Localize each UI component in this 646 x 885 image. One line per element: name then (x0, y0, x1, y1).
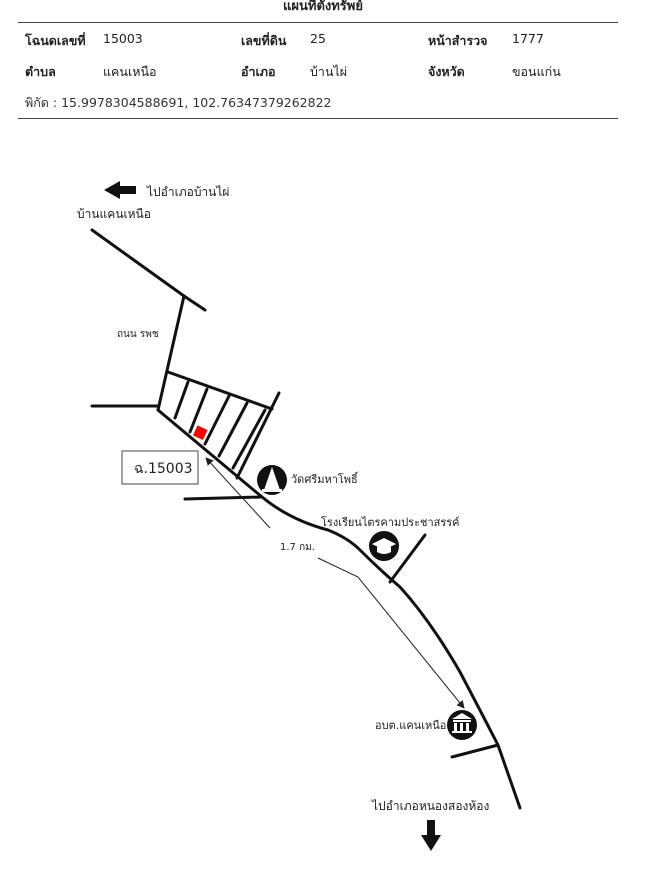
parcel-label: ฉ.15003 (134, 461, 193, 477)
district-label: อำเภอ (241, 64, 276, 79)
land-no-label: เลขที่ดิน (241, 33, 287, 48)
parcel-label-box (121, 450, 199, 485)
school-label: โรงเรียนไตรคามประชาสรรค์ (321, 515, 460, 529)
distance-leader-line (317, 557, 465, 709)
province-value: ขอนแก่น (512, 64, 561, 79)
road-northwest (90, 228, 207, 312)
road-main (156, 408, 522, 810)
coordinates-value: 15.9978304588691, 102.76347379262822 (61, 95, 332, 110)
arrow-left-icon (104, 181, 136, 199)
government-building-icon (447, 710, 477, 740)
coordinates: พิกัด : 15.9978304588691, 102.7634737926… (25, 93, 332, 113)
survey-label: หน้าสำรวจ (428, 33, 488, 48)
to-ban-phai-label: ไปอำเภอบ้านไผ่ (146, 185, 229, 199)
deed-value: 15003 (103, 31, 143, 46)
district-value: บ้านไผ่ (310, 64, 348, 79)
subdistrict-label: ตำบล (25, 64, 56, 79)
land-block-right-edge (235, 391, 281, 480)
temple-icon (257, 465, 287, 495)
page-title: แผนที่ตั้งทรัพย์ (283, 0, 363, 14)
road-sao-branch (450, 743, 500, 759)
land-block-top-edge (166, 370, 274, 411)
road-school-branch (388, 533, 427, 584)
header-top-rule (18, 22, 618, 23)
to-nong-song-hong-label: ไปอำเภอหนองสองห้อง (371, 799, 489, 813)
coordinates-label: พิกัด : (25, 95, 58, 110)
deed-label: โฉนดเลขที่ (25, 33, 86, 48)
parcel-marker (192, 425, 208, 440)
survey-value: 1777 (512, 31, 544, 46)
temple-label: วัดศรีมหาโพธิ์ (291, 471, 359, 486)
info-row-1: โฉนดเลขที่ 15003 เลขที่ดิน 25 หน้าสำรวจ … (0, 31, 646, 49)
sao-office-label: อบต.แคนเหนือ (375, 719, 446, 732)
info-row-2: ตำบล แคนเหนือ อำเภอ บ้านไผ่ จังหวัด ขอนแ… (0, 62, 646, 80)
arrow-down-icon (421, 820, 441, 851)
road-temple-branch (183, 495, 264, 501)
subdistrict-value: แคนเหนือ (103, 64, 157, 79)
header-bottom-rule (18, 118, 618, 119)
road-name-label: ถนน รพช (117, 329, 159, 340)
graduation-cap-icon (369, 531, 399, 561)
province-label: จังหวัด (428, 64, 465, 79)
village-label: บ้านแคนเหนือ (77, 207, 151, 221)
distance-label: 1.7 กม. (280, 542, 315, 553)
roads (90, 228, 522, 810)
parcel-leader-line (205, 457, 271, 529)
road-rpc (156, 294, 186, 412)
land-no-value: 25 (310, 31, 326, 46)
land-block (166, 370, 281, 480)
